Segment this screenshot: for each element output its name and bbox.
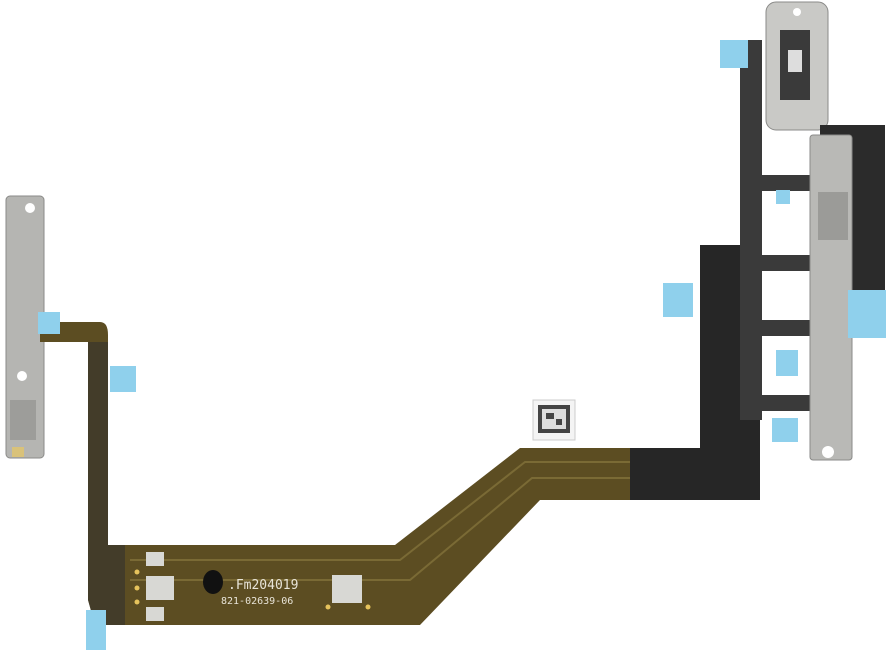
contact-pads [134,552,371,621]
flex-cable [40,245,760,625]
flex-marking-code: .Fm204019 [228,578,298,593]
part-number-marking: 821-02639-06 [221,596,293,607]
datamatrix-label [532,399,576,441]
adhesive-tabs [38,40,886,650]
right-assembly [740,1,885,461]
